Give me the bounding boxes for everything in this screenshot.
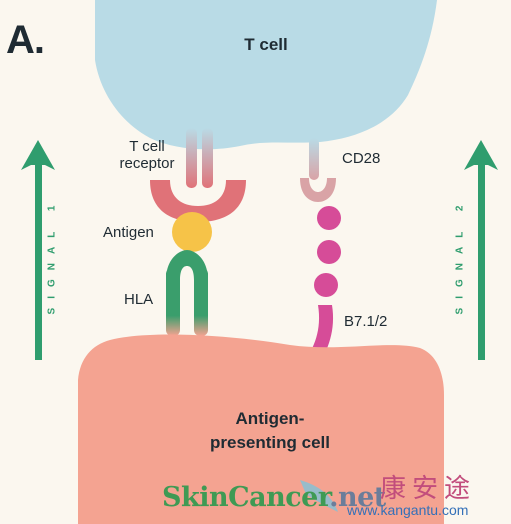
hla-cup (166, 250, 208, 280)
cd28-stalk (309, 138, 319, 180)
cd28-cup (300, 178, 336, 202)
tcr-stalk-right (202, 128, 213, 188)
signal-1-arrow (21, 140, 55, 360)
b7-label: B7.1/2 (344, 313, 388, 330)
watermark-brand-main: SkinCancer (162, 482, 330, 513)
watermark-wing-icon (300, 480, 338, 512)
watermark-url: www.kangantu.com (347, 502, 469, 518)
cd28-label: CD28 (342, 150, 381, 167)
antigen-label: Antigen (103, 224, 154, 241)
hla-stalk-left (166, 268, 180, 336)
signal-1-label: SIGNAL 1 (46, 196, 58, 315)
tcr-stalk-left (186, 128, 197, 188)
b7-bead-2 (317, 240, 341, 264)
tcr-cup (150, 180, 246, 222)
hla-label: HLA (124, 291, 154, 308)
tcr-label: T cell receptor (104, 138, 190, 172)
apc-label-line1: Antigen- (235, 409, 305, 428)
t-cell-shape (95, 0, 437, 150)
tcr-label-line2: receptor (119, 155, 175, 172)
signal-2-label: SIGNAL 2 (454, 196, 466, 315)
antigen-circle (172, 212, 212, 252)
apc-label: Antigen- presenting cell (190, 407, 350, 455)
b7-bead-1 (317, 206, 341, 230)
panel-label: A. (6, 18, 45, 62)
hla-stalk-right (194, 268, 208, 336)
watermark-brand: SkinCancer.net (162, 482, 386, 513)
b7-bead-3 (314, 273, 338, 297)
apc-shape (78, 334, 444, 524)
watermark-cn: 康安途 (380, 474, 477, 504)
signal-2-arrow (464, 140, 498, 360)
tcr-label-line1: T cell (129, 138, 165, 155)
watermark-brand-suffix: .net (329, 482, 386, 513)
t-cell-label: T cell (244, 35, 288, 54)
apc-label-line2: presenting cell (210, 433, 330, 452)
